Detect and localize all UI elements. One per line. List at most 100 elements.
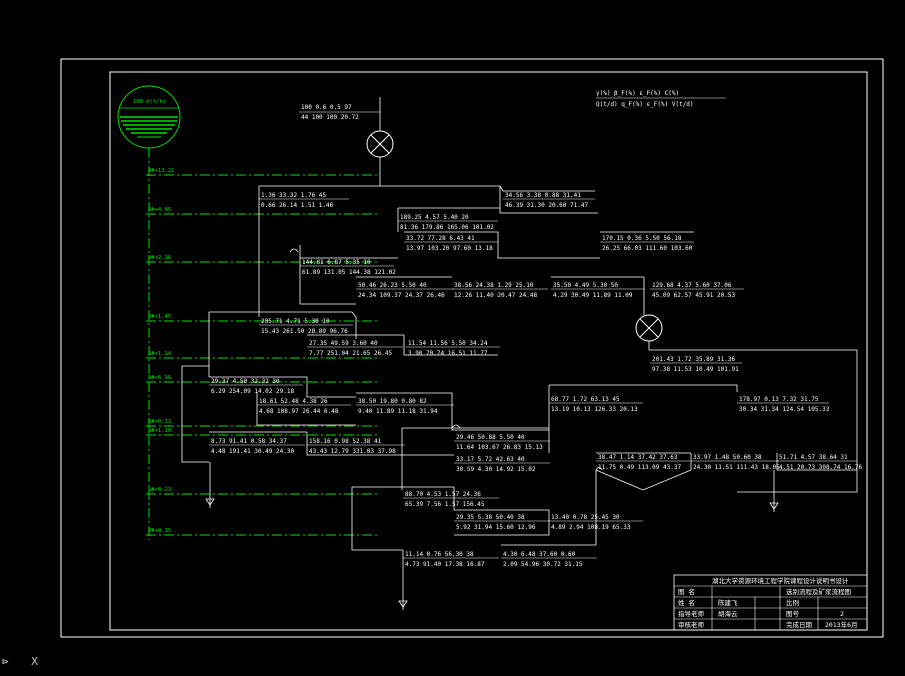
data-box: 35.50 4.49 5.30 50 4.29 30.49 11.89 11.09	[551, 282, 645, 299]
data-box: 29.46 50.88 5.50 40 11.64 103.67 26.83 15…	[454, 434, 550, 451]
data-box: 11.14 0.76 56.30 38 4.73 91.40 17.38 16.8…	[403, 551, 499, 568]
data-box-row2: 11.64 103.67 26.83 15.13	[456, 444, 543, 451]
level-label: 8#+0.33	[148, 419, 171, 425]
source-tank-icon: 100 m(t/h)	[117, 85, 181, 540]
legend-row1: γ(%) β_F(%) ε_F(%) C(%)	[596, 90, 679, 97]
data-box-row2: 4.48 191.41 30.49 24.30	[211, 448, 294, 455]
data-box-row2: 12.26 11.40 20.47 24.48	[454, 292, 537, 299]
data-box: 18.61 52.48 4.38 26 4.68 108.97 26.44 6.4…	[257, 398, 351, 415]
inner-border	[109, 71, 868, 631]
data-box-row1: 35.50 4.49 5.30 50	[553, 282, 618, 289]
data-box-row2: 15.43 261.50 28.89 96.76	[261, 328, 348, 335]
data-box-row2: 4.73 91.40 17.38 16.87	[405, 561, 485, 568]
data-box-row2: 24.30 11.51 111.43 18.05	[693, 464, 780, 471]
svg-text:指导老师: 指导老师	[678, 609, 705, 618]
data-box-row1: 11.14 0.76 56.30 38	[405, 551, 474, 558]
legend: γ(%) β_F(%) ε_F(%) C(%) Q(t/d) q_F(%) ε_…	[596, 90, 726, 108]
data-box-row1: 33.17 5.72 42.63 40	[456, 456, 525, 463]
mixer-2-icon	[635, 314, 663, 342]
data-box: 38.47 1.14 37.42 37.63 11.75 0.49 113.09 …	[596, 454, 690, 471]
data-box-row2: 2.09 54.96 30.72 31.15	[503, 561, 583, 568]
data-box-row2: 5.92 31.94 15.60 12.96	[456, 524, 536, 531]
level-label: 8#+2.16	[148, 255, 171, 261]
svg-text:选别流程及矿浆流程图: 选别流程及矿浆流程图	[786, 587, 851, 596]
svg-text:审核老师: 审核老师	[678, 620, 705, 629]
data-box-row1: 29.35 5.38 50.40 38	[456, 514, 525, 521]
data-box-row1: 29.46 50.88 5.50 40	[456, 434, 525, 441]
svg-text:图 名: 图 名	[678, 587, 695, 596]
svg-text:2: 2	[840, 610, 844, 618]
data-box: 178.97 0.13 7.32 31.75 30.34 31.34 124.54…	[737, 396, 830, 413]
data-box-row1: 4.30 6.48 37.60 0.60	[503, 551, 576, 558]
data-box-row2: 45.09 62.57 45.91 20.53	[652, 292, 735, 299]
data-box-row1: 27.35 49.59 3.60 40	[309, 340, 378, 347]
data-box-row1: 38.56 24.38 1.29 25.10	[454, 282, 534, 289]
data-box-row2: 6.29 254.09 14.02 29.18	[211, 388, 294, 395]
data-box-row2: 61.89 131.05 144.38 121.02	[302, 269, 396, 276]
data-box: 13.40 0.78 25.45 30 4.89 2.94 108.19 65.3…	[549, 514, 643, 531]
source-label: 100 m(t/h)	[133, 99, 166, 105]
data-box: 29.37 4.50 32.32 306.29 254.09 14.02 29.…	[209, 378, 303, 395]
command-bar[interactable]: ⊳ X	[2, 655, 38, 668]
title-heading: 湖北大学资源环境工程学院课程设计说明书设计	[712, 576, 849, 585]
data-box-row2: 97.38 11.53 10.49 101.91	[652, 366, 739, 373]
data-box-row2: 4.89 2.94 108.19 65.33	[551, 524, 631, 531]
data-box-row2: 13.97 103.20 97.60 13.18	[406, 245, 493, 252]
data-box-row1: 158.16 0.98 52.38 41	[309, 438, 382, 445]
svg-text:图号: 图号	[786, 610, 800, 618]
level-label: 8#+0.23	[148, 487, 171, 493]
data-box: 189.25 4.57 5.40 20 81.36 179.86 165.06 1…	[398, 214, 498, 231]
svg-text:比例: 比例	[786, 598, 799, 607]
data-box-row2: 11.75 0.49 113.09 43.37	[598, 464, 681, 471]
level-label: 8#+0.15	[148, 528, 171, 534]
data-box-row2: 3.90 70.74 16.51 11.77	[408, 350, 488, 357]
data-box-row1: 51.71 4.57 38.64 31	[779, 454, 848, 461]
svg-text:姓 名: 姓 名	[678, 598, 695, 607]
data-box: 88.70 4.53 1.57 24.36 65.39 7.56 1.57 156…	[403, 491, 499, 508]
data-box-row1: 1.36 33.32 1.76 45	[261, 192, 326, 199]
data-box-row2: 81.36 179.86 165.06 101.02	[400, 224, 494, 231]
data-box: 8.73 91.41 0.58 34.374.48 191.41 30.49 2…	[209, 438, 305, 455]
data-box-row1: 34.56 3.38 0.88 31.41	[505, 192, 581, 199]
data-box: 129.68 4.37 5.60 37.06 45.09 62.57 45.91 …	[650, 282, 744, 299]
data-box-row1: 201.43 1.72 35.89 31.36	[652, 356, 735, 363]
flow-lines	[181, 97, 858, 610]
data-box-row1: 178.97 0.13 7.32 31.75	[739, 396, 819, 403]
data-box: 27.35 49.59 3.60 40 7.77 251.04 21.65 26.…	[307, 340, 403, 357]
data-box: 51.71 4.57 38.64 314.51 20.73 308.74 16.…	[777, 454, 862, 471]
data-box-row2: 4.68 108.97 26.44 6.48	[259, 408, 339, 415]
feed-values: 100 0.6 0.5 97 44 100 100 20.72	[299, 104, 380, 121]
data-box-row2: 13.19 10.13 126.33 20.13	[551, 406, 638, 413]
data-box-row2: 46.39 31.30 20.60 71.47	[505, 202, 588, 209]
svg-text:胡海云: 胡海云	[718, 609, 738, 618]
command-prompt-icon: ⊳	[2, 655, 9, 668]
data-box-row1: 18.61 52.48 4.38 26	[259, 398, 328, 405]
level-label: 8#+6.96	[148, 375, 171, 381]
data-box-row2: 7.77 251.04 21.65 26.45	[309, 350, 392, 357]
data-box-row1: 88.70 4.53 1.57 24.36	[405, 491, 481, 498]
level-label: 8#+13.21	[148, 168, 175, 174]
data-box-row2: 9.40 11.89 11.18 31.94	[358, 408, 438, 415]
level-label: 8#+1.45	[148, 314, 171, 320]
data-box: 29.35 5.38 50.40 38 5.92 31.94 15.60 12.9…	[454, 514, 550, 531]
data-box-row2: 30.34 31.34 124.54 105.33	[739, 406, 830, 413]
svg-text:陈建飞: 陈建飞	[718, 598, 738, 607]
data-box-row1: 38.47 1.14 37.42 37.63	[598, 454, 678, 461]
data-box-row1: 129.68 4.37 5.60 37.06	[652, 282, 732, 289]
data-box-row1: 13.40 0.78 25.45 30	[551, 514, 620, 521]
data-box-row2: 4.29 30.49 11.89 11.09	[553, 292, 633, 299]
data-box-row1: 50.46 26.23 5.50 40	[358, 282, 427, 289]
level-markers: 8#+13.218#+4.458#+2.168#+1.458#+1.148#+6…	[146, 168, 380, 536]
data-box-row2: 65.39 7.56 1.57 156.45	[405, 501, 485, 508]
level-label: 8#+4.45	[148, 207, 171, 213]
data-box-row1: 205.71 4.71 5.30 10	[261, 318, 330, 325]
data-box-row1: 189.25 4.57 5.40 20	[400, 214, 469, 221]
feed-row1: 100 0.6 0.5 97	[301, 104, 352, 111]
data-box: 11.54 11.56 5.50 34.243.90 70.74 16.51 1…	[406, 340, 500, 357]
